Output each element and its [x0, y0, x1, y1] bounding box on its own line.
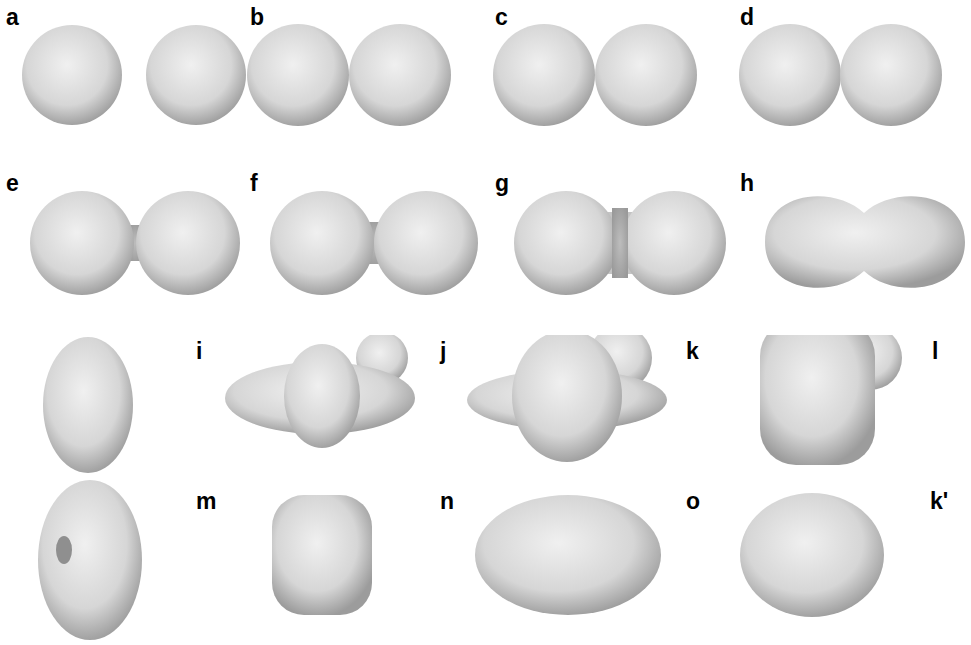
- panel-label: i: [196, 340, 202, 363]
- panel-label: c: [495, 6, 508, 29]
- panel-label: n: [440, 490, 454, 513]
- panel-label: k': [930, 490, 948, 513]
- panel-label: h: [740, 172, 754, 195]
- panel-label: d: [740, 6, 754, 29]
- panel-label: g: [495, 172, 509, 195]
- panel-label: j: [440, 340, 446, 363]
- panel-label: l: [932, 340, 938, 363]
- panel-label: k: [686, 340, 699, 363]
- panel-label: f: [250, 172, 258, 195]
- panel-label: a: [6, 6, 19, 29]
- panel-label: b: [250, 6, 264, 29]
- panel-label: m: [196, 490, 216, 513]
- panel-label: o: [686, 490, 700, 513]
- panel-label: e: [6, 172, 19, 195]
